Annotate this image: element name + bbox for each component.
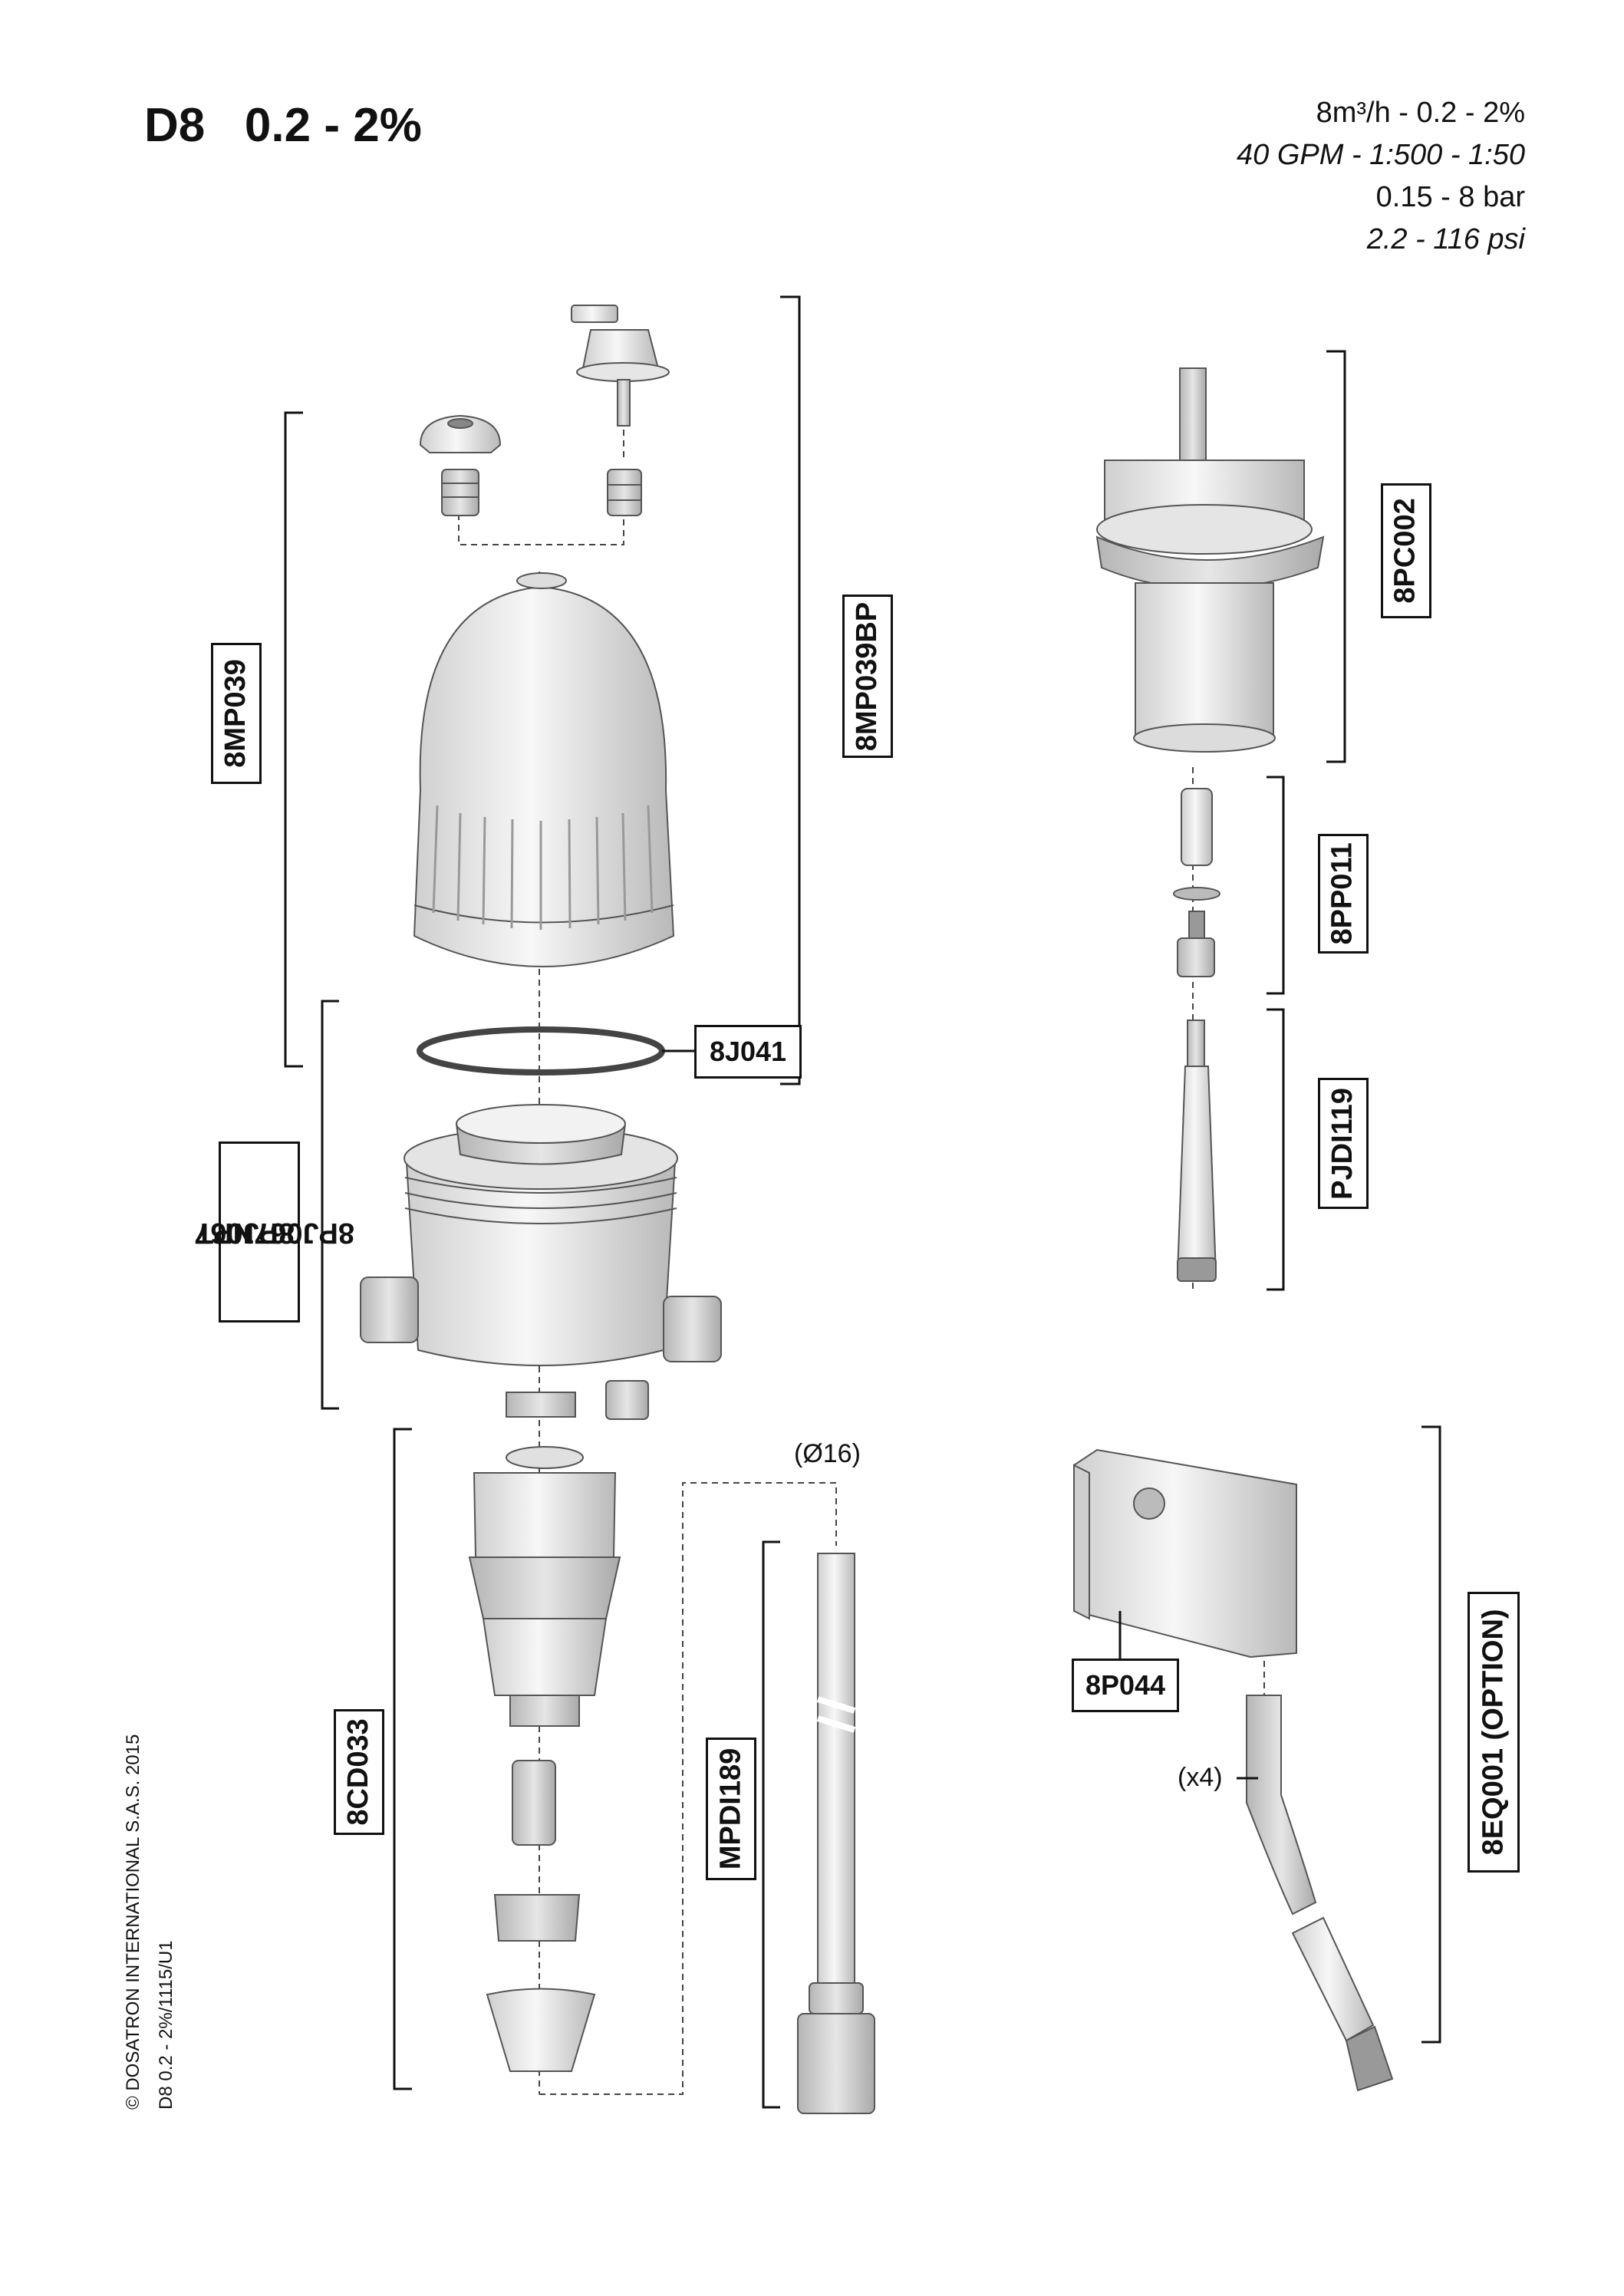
page-title: D8 0.2 - 2% xyxy=(144,99,422,152)
piston-part xyxy=(1095,367,1325,753)
o-ring-part xyxy=(417,1026,665,1076)
bracket-mpdi189 xyxy=(762,1540,780,2109)
bracket-8eq001 xyxy=(1421,1425,1441,2044)
bracket-8mp039 xyxy=(284,411,303,1068)
wall-bracket-part xyxy=(1073,1448,1297,1659)
dosing-part xyxy=(468,1446,621,2072)
label-8cd033: 8CD033 xyxy=(334,1709,384,1835)
label-8pp011: 8PP011 xyxy=(1318,834,1369,954)
cap-part xyxy=(419,414,502,453)
quantity-note: (x4) xyxy=(1178,1763,1223,1792)
bracket-8pj067 xyxy=(321,1000,339,1410)
spec-flow: 8m³/h - 0.2 - 2% xyxy=(1316,97,1525,129)
upper-housing-part xyxy=(413,572,675,967)
bypass-valve-part xyxy=(571,305,670,516)
bracket-pjdi119 xyxy=(1267,1008,1285,1291)
spec-pressure-psi: 2.2 - 116 psi xyxy=(1366,223,1525,255)
label-8eq001: 8EQ001 (OPTION) xyxy=(1468,1592,1520,1873)
bracket-8cd033 xyxy=(393,1428,412,2090)
label-pjdi119: PJDI119 xyxy=(1318,1078,1369,1209)
spec-flow-us: 40 GPM - 1:500 - 1:50 xyxy=(1237,139,1525,171)
plunger-part xyxy=(1173,788,1220,977)
hose-pieces-part xyxy=(1246,1695,1394,2092)
suction-hose-part xyxy=(797,1553,875,2114)
label-8mp039bp: 8MP039BP xyxy=(842,595,893,758)
spec-pressure: 0.15 - 8 bar xyxy=(1375,181,1525,213)
lower-housing-part xyxy=(360,1104,722,1420)
label-mpdi189: MPDI189 xyxy=(706,1738,756,1880)
label-8p044: 8P044 xyxy=(1072,1659,1179,1712)
reference-text: D8 0.2 - 2%/1115/U1 xyxy=(156,1940,176,2110)
bracket-8mp039bp xyxy=(780,295,801,1085)
copyright-text: © DOSATRON INTERNATIONAL S.A.S. 2015 xyxy=(123,1734,143,2110)
bracket-8pp011 xyxy=(1267,776,1285,995)
label-8mp039: 8MP039 xyxy=(211,643,262,784)
bracket-8pc002 xyxy=(1326,350,1346,763)
label-8j041: 8J041 xyxy=(694,1025,802,1079)
valve-left-part xyxy=(441,469,479,516)
hose-diameter-note: (Ø16) xyxy=(794,1439,861,1468)
grouping-brackets xyxy=(284,295,1441,2109)
plunger-rod-part xyxy=(1176,1020,1217,1282)
label-8pc002: 8PC002 xyxy=(1381,483,1431,618)
